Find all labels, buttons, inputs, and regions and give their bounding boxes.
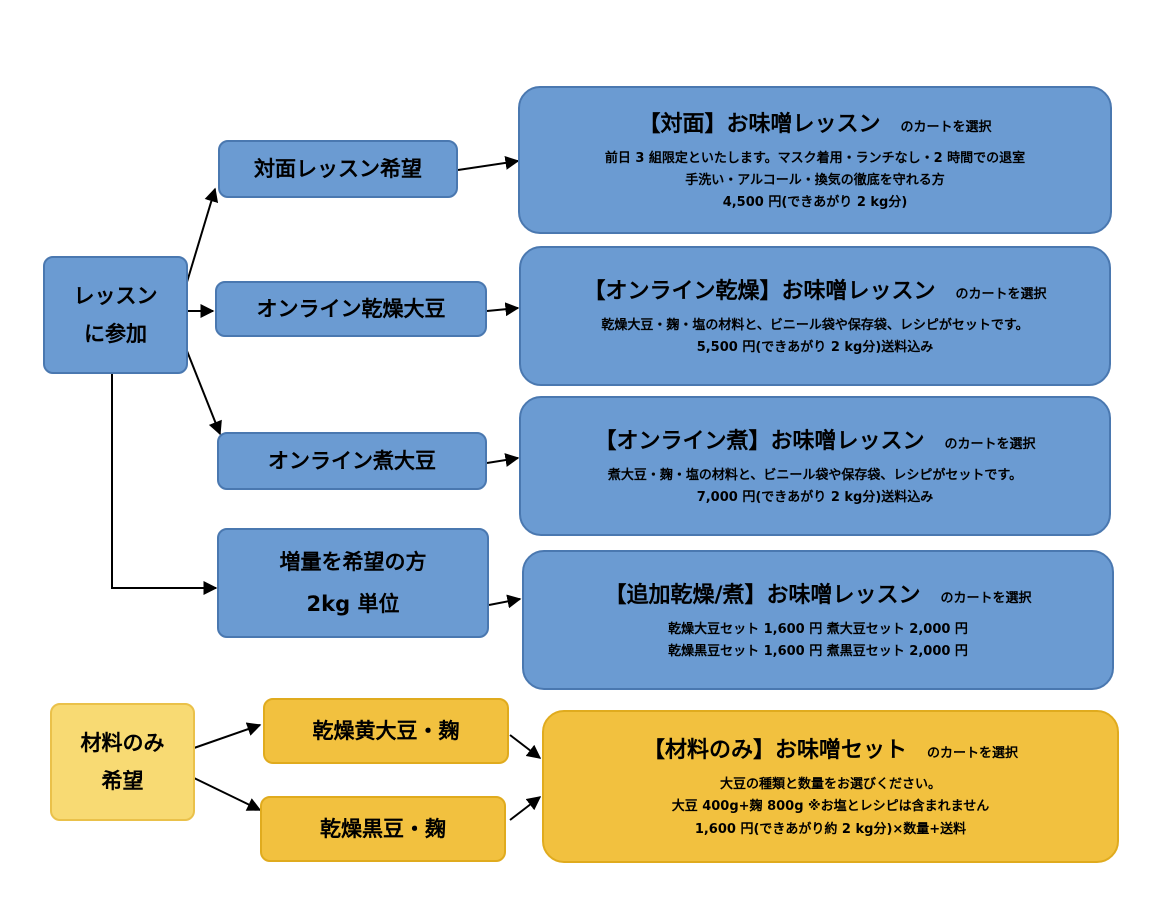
cart-suffix: のカートを選択 [900,119,992,135]
card-extra-title-row: 【追加乾燥/煮】お味噌レッスン のカートを選択 [604,577,1031,609]
card-online-dry-title: 【オンライン乾燥】お味噌レッスン [583,278,936,304]
option-online-boiled: オンライン煮大豆 [217,432,487,490]
card-taimen-line: 前日 3 組限定といたします。マスク着用・ランチなし・2 時間での退室 [604,150,1026,166]
card-taimen: 【対面】お味噌レッスン のカートを選択 前日 3 組限定といたします。マスク着用・… [518,86,1112,234]
option-taimen: 対面レッスン希望 [218,140,458,198]
card-extra-line: 乾燥大豆セット 1,600 円 煮大豆セット 2,000 円 [668,621,968,637]
card-extra: 【追加乾燥/煮】お味噌レッスン のカートを選択 乾燥大豆セット 1,600 円 煮… [522,550,1114,690]
lesson-start-node: レッスン に参加 [43,256,188,374]
option-black-soy: 乾燥黒豆・麹 [260,796,506,862]
card-online-dry: 【オンライン乾燥】お味噌レッスン のカートを選択 乾燥大豆・麹・塩の材料と、ビニー… [519,246,1111,386]
card-taimen-title-row: 【対面】お味噌レッスン のカートを選択 [638,106,991,138]
cart-suffix: のカートを選択 [955,286,1047,302]
card-online-boiled-title-row: 【オンライン煮】お味噌レッスン のカートを選択 [594,423,1035,455]
card-online-boiled-line: 煮大豆・麹・塩の材料と、ビニール袋や保存袋、レシピがセットです。 [607,467,1023,483]
start-line2: に参加 [84,322,147,346]
arrow-online-boiled-to-card [486,453,520,467]
card-online-boiled: 【オンライン煮】お味噌レッスン のカートを選択 煮大豆・麹・塩の材料と、ビニール袋… [519,396,1111,536]
arrow-extra-to-card [488,594,522,609]
card-extra-title: 【追加乾燥/煮】お味噌レッスン [604,582,921,608]
arrow-materials-to-black [193,777,262,811]
arrow-online-dry-to-card [486,302,520,317]
option-online-dry-label: オンライン乾燥大豆 [256,296,446,321]
option-extra-line1: 増量を希望の方 [279,549,427,574]
materials-start-node: 材料のみ 希望 [50,703,195,821]
arrow-yellow-to-card [509,734,542,759]
card-materials-line: 大豆 400g+麹 800g ※お塩とレシピは含まれません [671,799,990,815]
card-online-dry-title-row: 【オンライン乾燥】お味噌レッスン のカートを選択 [583,273,1046,305]
arrow-materials-to-yellow [193,722,262,749]
card-extra-line: 乾燥黒豆セット 1,600 円 煮黒豆セット 2,000 円 [668,644,968,659]
option-online-boiled-label: オンライン煮大豆 [268,448,436,473]
cart-suffix: のカートを選択 [944,436,1036,452]
arrow-taimen-to-card [457,155,520,171]
card-materials-title-row: 【材料のみ】お味噌セット のカートを選択 [643,732,1018,764]
start-line1: レッスン [73,283,158,308]
card-online-boiled-title: 【オンライン煮】お味噌レッスン [594,428,925,454]
arrow-black-to-card [509,796,542,821]
card-materials-title: 【材料のみ】お味噌セット [642,738,907,764]
card-materials: 【材料のみ】お味噌セット のカートを選択 大豆の種類と数量をお選びください。 大豆… [542,710,1119,863]
cart-suffix: のカートを選択 [927,746,1019,762]
card-online-dry-line: 乾燥大豆・麹・塩の材料と、ビニール袋や保存袋、レシピがセットです。 [601,317,1029,333]
option-extra-line2: 2kg 単位 [306,592,400,616]
cart-suffix: のカートを選択 [940,590,1032,606]
materials-start-line2: 希望 [101,769,144,793]
option-taimen-label: 対面レッスン希望 [254,156,422,181]
option-black-soy-label: 乾燥黒豆・麹 [320,816,446,841]
option-extra: 増量を希望の方 2kg 単位 [217,528,489,638]
option-online-dry: オンライン乾燥大豆 [215,281,487,337]
card-taimen-line: 手洗い・アルコール・換気の徹底を守れる方 [685,172,945,188]
card-taimen-title: 【対面】お味噌レッスン [638,111,881,137]
option-yellow-soy: 乾燥黄大豆・麹 [263,698,509,764]
card-materials-line: 1,600 円(できあがり約 2 kg分)×数量+送料 [694,821,967,837]
materials-start-line1: 材料のみ [80,730,165,755]
option-yellow-soy-label: 乾燥黄大豆・麹 [312,718,460,743]
card-taimen-line: 4,500 円(できあがり 2 kg分) [722,195,908,211]
card-online-dry-line: 5,500 円(できあがり 2 kg分)送料込み [696,340,934,355]
arrow-start-to-online-boiled [186,350,222,436]
card-online-boiled-line: 7,000 円(できあがり 2 kg分)送料込み [696,490,934,505]
card-materials-line: 大豆の種類と数量をお選びください。 [719,777,941,793]
arrow-start-to-extra [111,374,218,595]
arrow-start-to-taimen [186,187,219,283]
